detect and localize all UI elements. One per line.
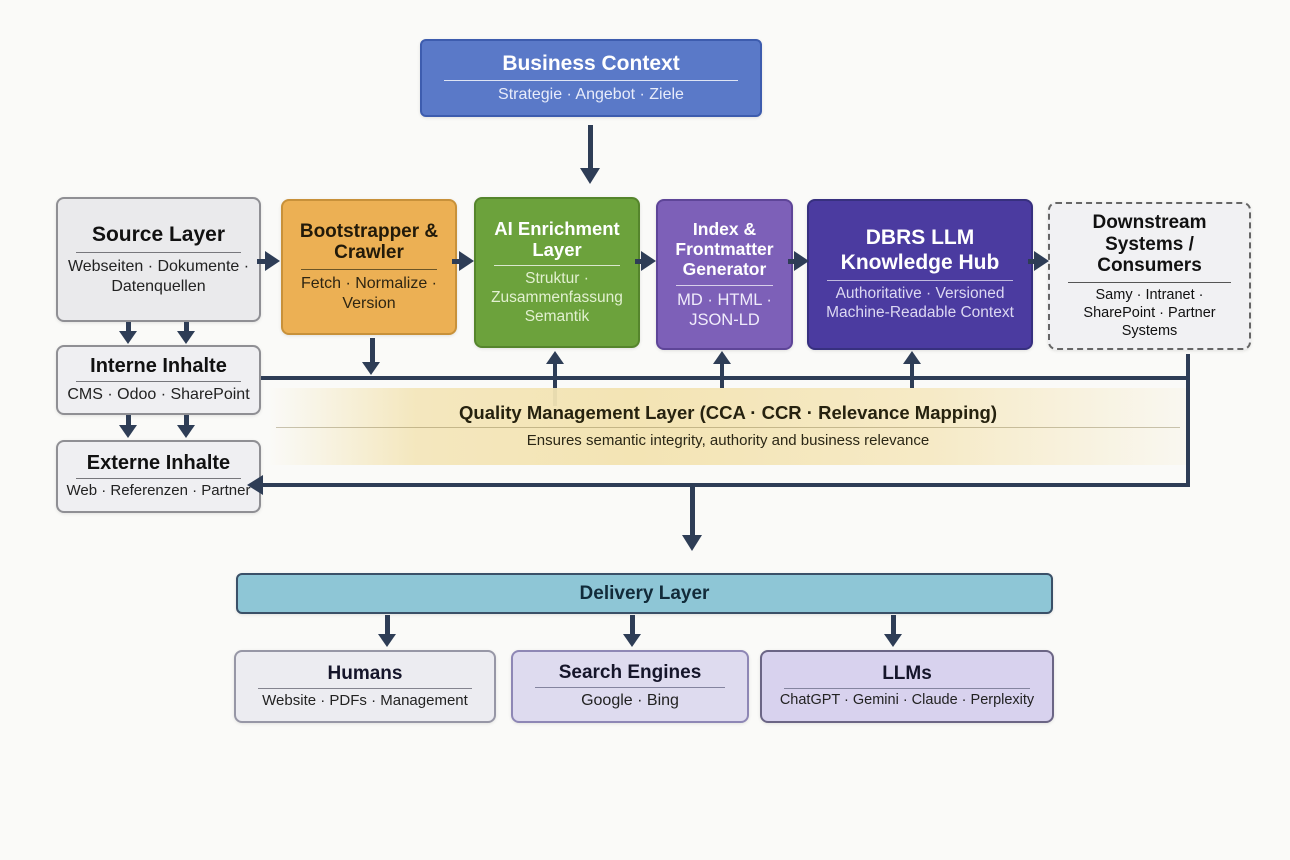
arrowhead-dbrs-to-downstream [1034,251,1049,271]
externe-inhalte-title: Externe Inhalte [86,452,231,475]
feedback-line-horizontal [263,483,1188,487]
interne-inhalte-title: Interne Inhalte [90,355,227,378]
delivery-layer-box: Delivery Layer [236,573,1053,614]
divider [76,381,241,383]
interne-inhalte-box: Interne Inhalte CMS · Odoo · SharePoint [56,345,261,415]
divider [827,279,1013,281]
divider [301,269,437,271]
arrowhead-interne-to-externe-right [177,425,195,438]
arrowhead-source-to-interne-right [177,331,195,344]
arrowhead-source-to-interne-left [119,331,137,344]
humans-subtitle: Website · PDFs · Management [262,691,468,709]
arrow-business-to-pipeline [588,125,593,169]
divider [444,79,738,81]
arrow-bootstrapper-to-ai [452,259,462,264]
divider [1068,282,1231,284]
index-frontmatter-title: Index & Frontmatter Generator [675,219,774,280]
arrow-dbrs-to-downstream [1028,259,1038,264]
externe-inhalte-box: Externe Inhalte Web · Referenzen · Partn… [56,440,261,513]
humans-title: Humans [327,662,403,684]
business-context-title: Business Context [502,51,680,75]
arrow-source-to-bootstrapper [257,259,267,264]
quality-management-title: Quality Management Layer (CCA · CCR · Re… [459,402,997,424]
arrow-ai-to-index [635,259,645,264]
arrowhead-source-to-bootstrapper [265,251,280,271]
arrow-delivery-to-search [630,615,635,636]
quality-management-subtitle: Ensures semantic integrity, authority an… [526,432,930,450]
arrow-source-to-interne-left [126,322,131,333]
source-layer-box: Source Layer Webseiten · Dokumente · Dat… [56,197,261,322]
llms-box: LLMs ChatGPT · Gemini · Claude · Perplex… [760,650,1054,723]
divider [76,478,241,480]
arrowhead-delivery-to-llms [884,634,902,647]
arrowhead-index-to-dbrs [794,251,809,271]
arrow-delivery-to-humans [385,615,390,636]
downstream-systems-title: Downstream Systems / Consumers [1092,211,1207,277]
ai-enrichment-box: AI Enrichment Layer Struktur · Zusammenf… [474,197,640,348]
arrowhead-business-to-pipeline [580,168,600,184]
divider [76,252,241,254]
bootstrapper-crawler-subtitle: Fetch · Normalize · Version [300,275,438,312]
qm-bus-line [261,376,1190,380]
ai-enrichment-subtitle: Struktur · Zusammenfassung Semantik [491,270,623,326]
dbrs-knowledge-hub-subtitle: Authoritative · Versioned Machine-Readab… [826,284,1014,321]
arrow-source-to-interne-right [184,322,189,333]
llms-subtitle: ChatGPT · Gemini · Claude · Perplexity [779,692,1035,709]
divider [784,688,1030,690]
arrowhead-to-delivery [682,535,702,551]
dbrs-knowledge-hub-title: DBRS LLM Knowledge Hub [840,226,1000,274]
feedback-line-vertical [1186,354,1190,487]
arrowhead-feedback-to-externe [247,475,263,495]
arrow-qm-to-index [720,362,724,406]
interne-inhalte-subtitle: CMS · Odoo · SharePoint [67,386,250,404]
delivery-layer-title: Delivery Layer [579,582,710,604]
arrow-interne-to-externe-right [184,415,189,427]
arrow-interne-to-externe-left [126,415,131,427]
dbrs-knowledge-hub-box: DBRS LLM Knowledge Hub Authoritative · V… [807,199,1033,350]
search-engines-subtitle: Google · Bing [581,692,679,710]
downstream-systems-subtitle: Samy · Intranet · SharePoint · Partner S… [1083,287,1216,339]
arrowhead-ai-to-index [641,251,656,271]
externe-inhalte-subtitle: Web · Referenzen · Partner [66,482,251,500]
quality-management-band: Quality Management Layer (CCA · CCR · Re… [268,388,1188,465]
arrowhead-bootstrapper-to-ai [459,251,474,271]
search-engines-box: Search Engines Google · Bing [511,650,749,723]
arrowhead-qm-to-index [713,351,731,364]
ai-enrichment-title: AI Enrichment Layer [494,217,620,261]
arrowhead-delivery-to-search [623,634,641,647]
arrow-qm-to-dbrs [910,362,914,406]
divider [535,687,725,689]
divider [676,284,773,286]
source-layer-subtitle: Webseiten · Dokumente · Datenquellen [67,258,250,295]
bootstrapper-crawler-title: Bootstrapper & Crawler [299,220,439,264]
arrow-bootstrapper-to-qm [370,338,375,364]
index-frontmatter-box: Index & Frontmatter Generator MD · HTML … [656,199,793,350]
source-layer-title: Source Layer [91,222,226,246]
arrow-to-delivery [690,487,695,537]
arrow-qm-to-ai [553,362,557,406]
search-engines-title: Search Engines [558,662,702,684]
humans-box: Humans Website · PDFs · Management [234,650,496,723]
downstream-systems-box: Downstream Systems / Consumers Samy · In… [1048,202,1251,350]
divider [258,687,472,689]
arrowhead-bootstrapper-to-qm [362,362,380,375]
bootstrapper-crawler-box: Bootstrapper & Crawler Fetch · Normalize… [281,199,457,335]
arrowhead-delivery-to-humans [378,634,396,647]
business-context-box: Business Context Strategie · Angebot · Z… [420,39,762,117]
divider [276,427,1180,429]
divider [494,265,620,267]
arrowhead-qm-to-ai [546,351,564,364]
index-frontmatter-subtitle: MD · HTML · JSON-LD [677,290,772,329]
arrow-delivery-to-llms [891,615,896,636]
llms-title: LLMs [882,663,932,685]
arrowhead-qm-to-dbrs [903,351,921,364]
business-context-subtitle: Strategie · Angebot · Ziele [498,85,684,103]
arrow-index-to-dbrs [788,259,798,264]
arrowhead-interne-to-externe-left [119,425,137,438]
